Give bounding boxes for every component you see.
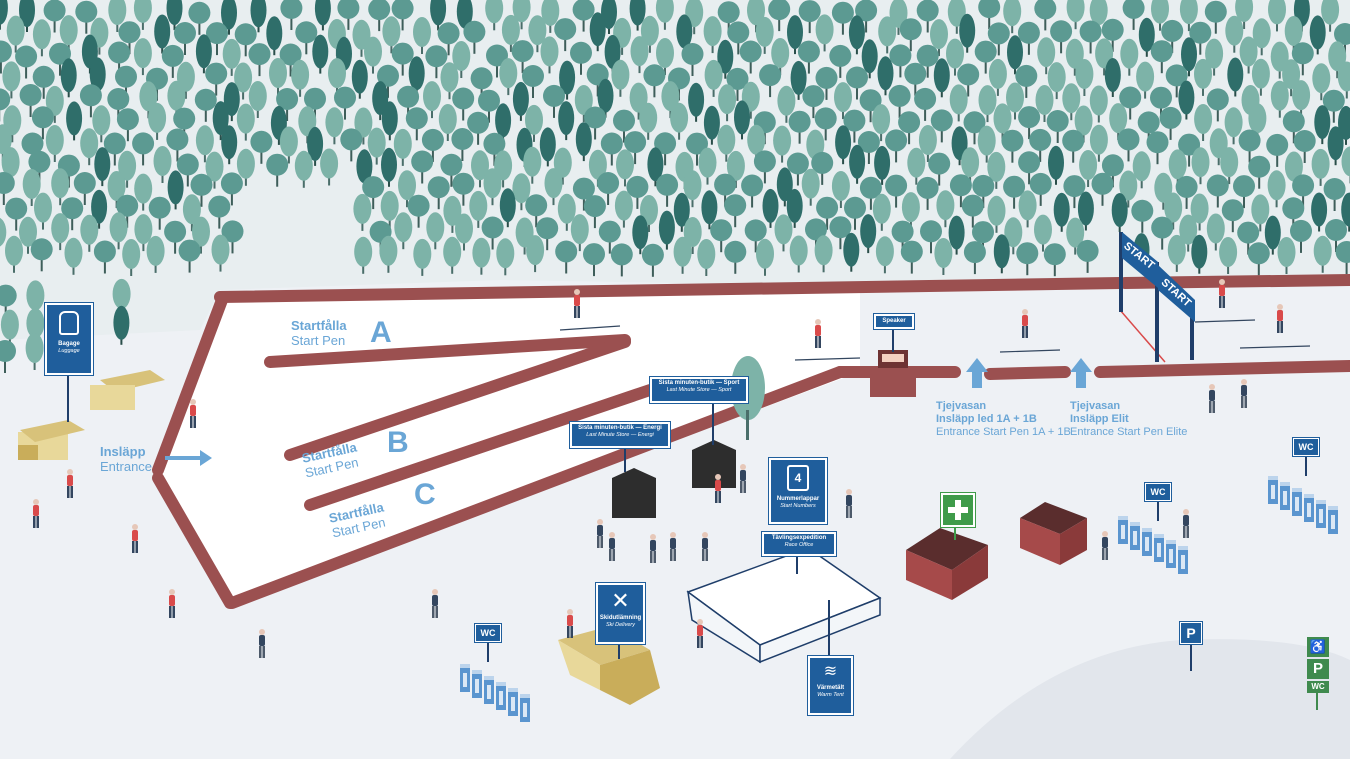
- wc-sign-left: WC: [475, 624, 501, 642]
- wc-sign-right: WC: [1293, 438, 1319, 456]
- red-house: [1020, 502, 1087, 565]
- parking-sign: P: [1180, 622, 1202, 644]
- start-numbers-sign: 4 Nummerlappar Start Numbers: [769, 458, 827, 524]
- accessible-parking-sign: ♿ P WC: [1307, 637, 1329, 699]
- tent-energy: [612, 468, 656, 518]
- entrance-label: Insläpp Entrance: [100, 444, 153, 474]
- hand-warmth-icon: ≋: [823, 663, 838, 680]
- first-aid-house: [906, 528, 988, 600]
- fences: [152, 274, 1350, 609]
- wc-sign-mid: WC: [1145, 483, 1171, 501]
- pen-b-letter: B: [387, 426, 409, 459]
- luggage-trucks: [18, 370, 165, 460]
- skis-icon: ✕: [611, 588, 630, 613]
- start-gate: [1119, 232, 1195, 362]
- race-office-tent: [686, 547, 882, 664]
- tent-sport: [692, 440, 736, 488]
- ski-delivery-truck: [558, 626, 660, 705]
- bib-icon: 4: [787, 465, 809, 491]
- race-office-sign: Tävlingsexpedition Race Office: [762, 532, 836, 556]
- people: [33, 279, 1311, 658]
- luggage-sign: Bagage Luggage: [45, 303, 93, 375]
- store-sport-sign: Sista minuten-butik — Sport Last Minute …: [650, 377, 748, 403]
- first-aid-icon: [941, 493, 975, 527]
- pen-a-label: Startfålla Start Pen: [291, 318, 347, 348]
- pen-c-letter: C: [414, 478, 436, 511]
- tjejvasan-entrance-elite: Tjejvasan Insläpp Elit Entrance Start Pe…: [1070, 400, 1188, 438]
- wheelchair-icon: ♿: [1307, 637, 1329, 657]
- start-pen-area: [155, 290, 860, 605]
- ski-delivery-sign: ✕ Skidutlämning Ski Delivery: [596, 583, 645, 644]
- store-energy-sign: Sista minuten-butik — Energi Last Minute…: [570, 422, 670, 448]
- tjejvasan-entrance-1a1b: Tjejvasan Insläpp led 1A + 1B Entrance S…: [936, 400, 1071, 438]
- warm-tent-sign: ≋ Värmetält Warm Tent: [808, 656, 853, 715]
- backpack-icon: [59, 311, 79, 335]
- speaker-sign: Speaker: [874, 314, 914, 329]
- pen-a-letter: A: [370, 316, 392, 349]
